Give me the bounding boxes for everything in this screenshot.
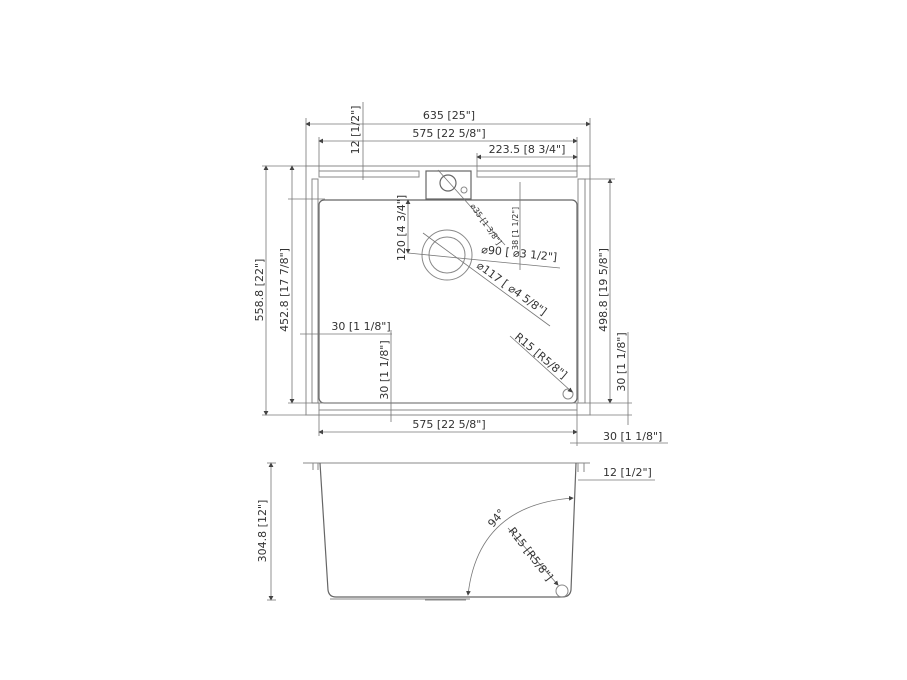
dim-inner-width-top: 575 [22 5/8"] [412,127,485,140]
dim-rim-thickness: 12 [1/2"] [349,106,362,155]
bottom-corner-radius [555,584,569,598]
drain-inner [428,236,466,274]
faucet-symbol-icon [460,186,468,194]
dim-corner-radius: R15 [R5/8"] [512,330,569,381]
dim-angle: 94° [485,507,507,530]
top-view: 635 [25"] 575 [22 5/8"] 223.5 [8 3/4"] 1… [253,102,668,446]
dim-drain-offset: 223.5 [8 3/4"] [489,143,566,156]
dim-overall-depth: 558.8 [22"] [253,259,266,322]
dim-side-rim: 12 [1/2"] [603,466,652,479]
dim-right-depth: 498.8 [19 5/8"] [597,248,610,332]
dim-drain-outer: ⌀117 [ ⌀4 5/8"] [474,259,549,318]
outer-outline [305,165,591,416]
side-view: 304.8 [12"] 12 [1/2"] 94° R15 [R5/8"] [256,462,655,601]
dim-inner-depth: 452.8 [17 7/8"] [278,248,291,332]
dim-side-corner-radius: R15 [R5/8"] [506,525,556,584]
bowl-profile [319,462,577,598]
dim-overall-width: 635 [25"] [423,109,475,122]
dim-faucet-height: 38 [1 1/2"] [511,207,520,250]
left-strip [311,178,319,404]
dim-drain-inner: ⌀90 [ ⌀3 1/2"] [481,243,558,264]
dim-drain-position: 120 [4 3/4"] [395,195,408,261]
dim-bottom-right-margin: 30 [1 1/8"] [603,430,662,443]
dim-left-margin: 30 [1 1/8"] [331,320,390,333]
angle-arc [466,495,574,596]
right-strip [577,178,586,404]
dim-side-depth: 304.8 [12"] [256,500,269,563]
faucet-hole [439,174,457,192]
dim-inner-width-bottom: 575 [22 5/8"] [412,418,485,431]
dim-faucet-hole: ⌀35 [1 3/8"] [468,202,503,246]
top-right-strip [476,170,578,178]
corner-radius-mark [562,388,574,400]
faucet-deck [425,170,472,200]
dim-bottom-margin: 30 [1 1/8"] [378,340,391,399]
top-left-strip [318,170,420,178]
bottom-strip [318,402,578,411]
dim-right-margin: 30 [1 1/8"] [615,332,628,391]
drain-outer [421,229,473,281]
